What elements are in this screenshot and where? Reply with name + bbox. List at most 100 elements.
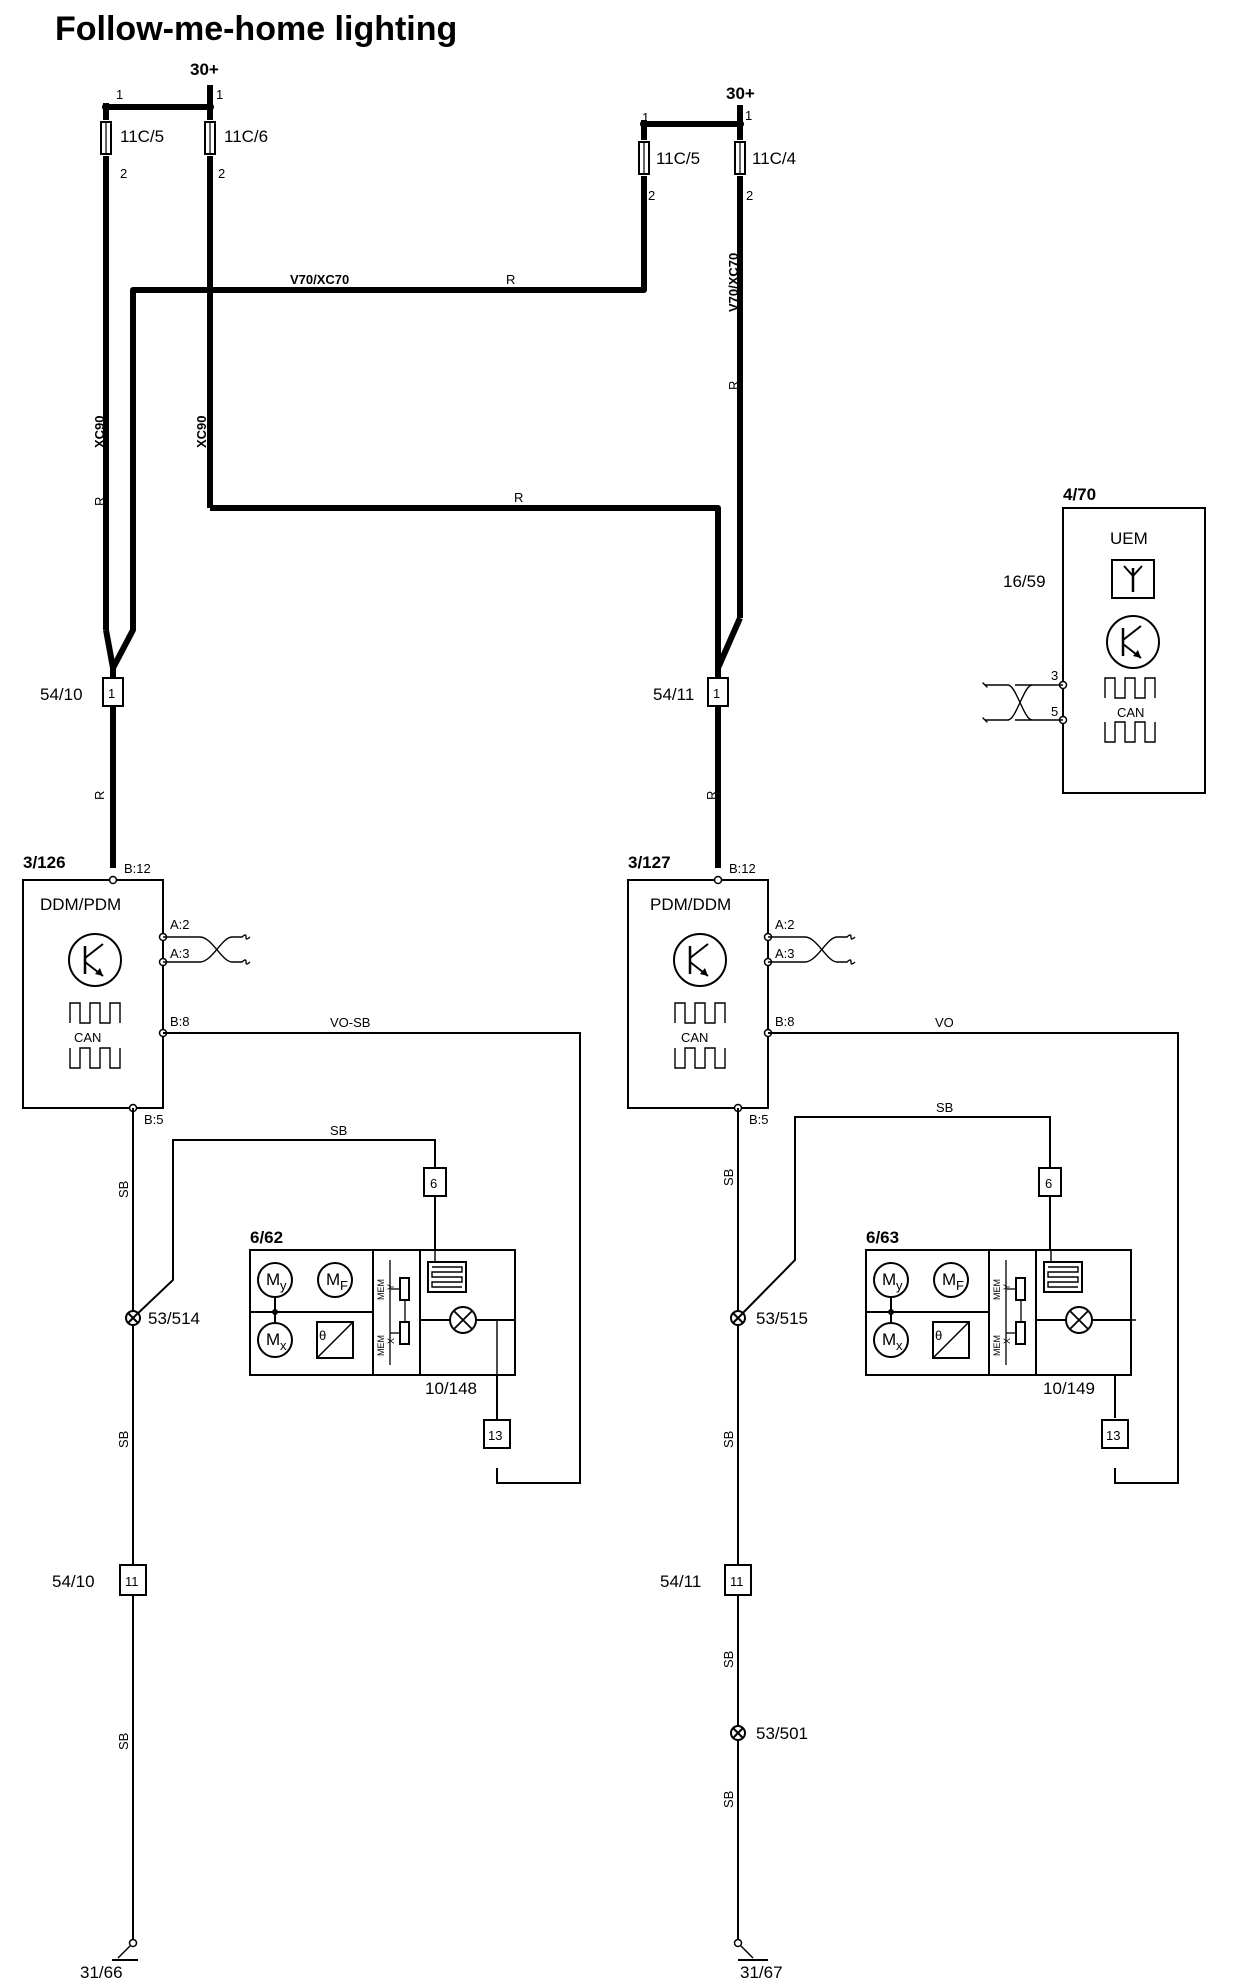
supply-label-left: 30+ bbox=[190, 60, 219, 79]
splice-label-53-515: 53/515 bbox=[756, 1309, 808, 1328]
connector-label-54-11-bottom: 54/11 bbox=[660, 1572, 701, 1591]
fuse-label-11c4: 11C/4 bbox=[752, 149, 796, 168]
supply-label-right: 30+ bbox=[726, 84, 755, 103]
svg-text:M: M bbox=[942, 1270, 956, 1289]
module-left bbox=[22, 875, 168, 1113]
junction-dot bbox=[207, 169, 213, 175]
pin-label: B:8 bbox=[170, 1014, 190, 1029]
wire-label-sb: SB bbox=[116, 1181, 131, 1198]
pin-label: A:3 bbox=[170, 946, 190, 961]
mirror-id-right: 6/63 bbox=[866, 1228, 899, 1247]
junction-dot bbox=[102, 103, 110, 111]
svg-text:θ: θ bbox=[935, 1328, 942, 1343]
wire-label-sb: SB bbox=[116, 1733, 131, 1750]
fuse-11c5-left bbox=[100, 121, 112, 155]
module-name-right: PDM/DDM bbox=[650, 895, 731, 914]
pin-label: 5 bbox=[1051, 704, 1058, 719]
junction-dot bbox=[103, 169, 109, 175]
wire-label-xc90: XC90 bbox=[92, 415, 107, 448]
junction-dot bbox=[737, 189, 743, 195]
fuse-11c4 bbox=[734, 141, 746, 175]
svg-text:X: X bbox=[1002, 1338, 1012, 1344]
pin-number: 2 bbox=[218, 166, 225, 181]
uem-name: UEM bbox=[1110, 529, 1148, 548]
wire-label-r: R bbox=[92, 497, 107, 506]
svg-text:MEM: MEM bbox=[376, 1279, 386, 1300]
svg-text:y: y bbox=[280, 1278, 287, 1293]
wire-label-sb: SB bbox=[721, 1651, 736, 1668]
lamp-label-left: 10/148 bbox=[425, 1379, 477, 1398]
wire-label-r: R bbox=[506, 272, 515, 287]
pin-label: B:12 bbox=[729, 861, 756, 876]
lamp-label-right: 10/149 bbox=[1043, 1379, 1095, 1398]
splice-53-514 bbox=[125, 1310, 141, 1326]
wire-label-r: R bbox=[704, 791, 719, 800]
pin-label: B:12 bbox=[124, 861, 151, 876]
wire-label-vo: VO bbox=[935, 1015, 954, 1030]
pin-number: 1 bbox=[745, 108, 752, 123]
fuse-11c6 bbox=[204, 121, 216, 155]
connector-label-54-10-bottom: 54/10 bbox=[52, 1572, 95, 1591]
wire-label-r: R bbox=[726, 381, 741, 390]
can-bus-right bbox=[768, 934, 856, 965]
signal-wiring-right bbox=[737, 1032, 1179, 1943]
pin-label: B:8 bbox=[775, 1014, 795, 1029]
connector-54-10-top bbox=[102, 677, 124, 707]
junction-dot bbox=[640, 120, 648, 128]
wire-label-sb: SB bbox=[721, 1169, 736, 1186]
connector-pin: 11 bbox=[730, 1574, 744, 1589]
splice-53-515 bbox=[730, 1310, 746, 1326]
svg-text:y: y bbox=[896, 1278, 903, 1293]
pin-number: 2 bbox=[746, 188, 753, 203]
module-id-right: 3/127 bbox=[628, 853, 671, 872]
svg-text:Y: Y bbox=[1002, 1284, 1012, 1290]
fuse-11c5-right bbox=[638, 141, 650, 175]
module-name-left: DDM/PDM bbox=[40, 895, 121, 914]
wire-label-r: R bbox=[514, 490, 523, 505]
diagram-title: Follow-me-home lighting bbox=[55, 10, 457, 48]
wire-label-v70xc70: V70/XC70 bbox=[290, 272, 349, 287]
pin-label: A:2 bbox=[170, 917, 190, 932]
pin-number: 1 bbox=[216, 87, 223, 102]
pin-label: 3 bbox=[1051, 668, 1058, 683]
svg-text:M: M bbox=[882, 1330, 896, 1349]
ground-label-31-66: 31/66 bbox=[80, 1963, 123, 1980]
module-right bbox=[627, 875, 773, 1113]
wire-label-vo-sb: VO-SB bbox=[330, 1015, 370, 1030]
connector-54-11-top bbox=[707, 677, 729, 707]
junction-dot bbox=[206, 103, 214, 111]
can-label: CAN bbox=[1117, 705, 1144, 720]
connector-54-10-bottom bbox=[119, 1564, 147, 1596]
wire-label-sb: SB bbox=[721, 1791, 736, 1808]
signal-wiring-left bbox=[132, 1032, 581, 1943]
can-bus-left bbox=[163, 934, 251, 965]
connector-pin-6-left bbox=[423, 1167, 447, 1197]
can-label: CAN bbox=[681, 1030, 708, 1045]
connector-pin: 13 bbox=[1106, 1428, 1120, 1443]
ground-label-31-67: 31/67 bbox=[740, 1963, 783, 1980]
svg-text:Y: Y bbox=[386, 1284, 396, 1290]
svg-text:F: F bbox=[956, 1278, 964, 1293]
connector-54-11-bottom bbox=[724, 1564, 752, 1596]
uem-id: 4/70 bbox=[1063, 485, 1096, 504]
mirror-left-labels: M y M F M x θ MEM Y MEM X bbox=[266, 1270, 396, 1356]
connector-pin: 11 bbox=[125, 1574, 139, 1589]
wire-label-r: R bbox=[92, 791, 107, 800]
fuse-label-11c5-left: 11C/5 bbox=[120, 127, 164, 146]
mirror-right bbox=[865, 1249, 1136, 1376]
pin-number: 1 bbox=[116, 87, 123, 102]
svg-text:M: M bbox=[326, 1270, 340, 1289]
connector-pin-13-right bbox=[1101, 1419, 1129, 1449]
connector-pin-13-left bbox=[483, 1419, 511, 1449]
pin-label: B:5 bbox=[144, 1112, 164, 1127]
pin-number: 2 bbox=[120, 166, 127, 181]
connector-label-54-11-top: 54/11 bbox=[653, 685, 694, 704]
svg-text:M: M bbox=[266, 1270, 280, 1289]
svg-text:M: M bbox=[882, 1270, 896, 1289]
svg-text:MEM: MEM bbox=[992, 1279, 1002, 1300]
pin-number: 2 bbox=[648, 188, 655, 203]
pin-label: A:3 bbox=[775, 946, 795, 961]
connector-pin: 1 bbox=[108, 686, 115, 701]
connector-pin: 6 bbox=[430, 1176, 437, 1191]
